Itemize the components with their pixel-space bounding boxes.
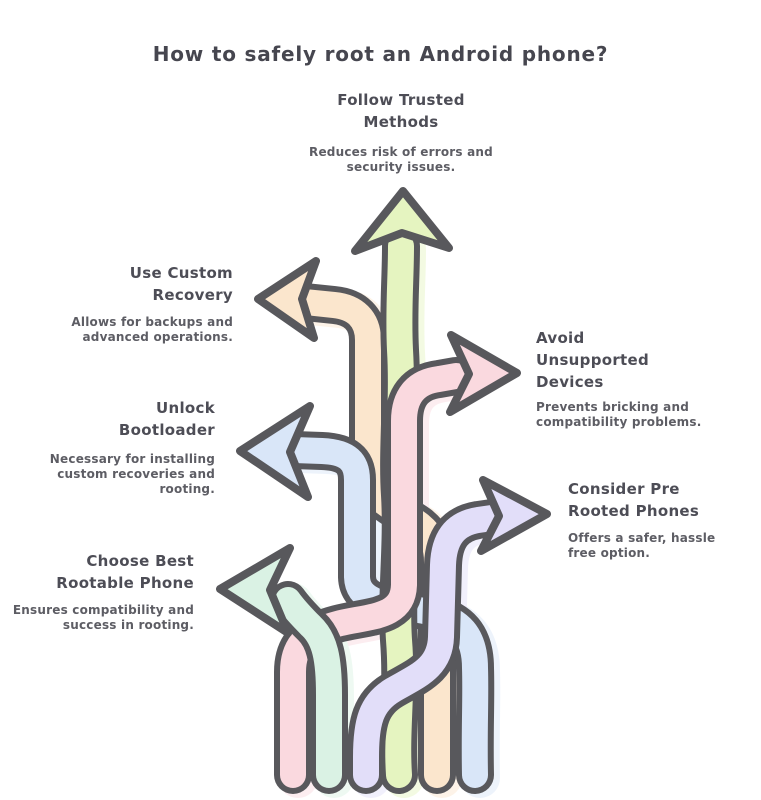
node-description: Reduces risk of errors and security issu…	[309, 145, 493, 174]
node-description: Allows for backups and advanced operatio…	[71, 315, 233, 344]
page-title: How to safely root an Android phone?	[152, 42, 609, 66]
node-choose-best-rootable-phone: Choose Best Rootable Phone Ensures compa…	[0, 550, 194, 633]
node-description: Prevents bricking and compatibility prob…	[536, 400, 702, 429]
node-heading: Avoid Unsupported Devices	[536, 329, 650, 391]
node-heading: Follow Trusted Methods	[337, 91, 465, 131]
node-heading: Use Custom Recovery	[129, 264, 233, 304]
node-heading: Unlock Bootloader	[118, 399, 215, 439]
node-use-custom-recovery: Use Custom Recovery Allows for backups a…	[13, 262, 233, 345]
node-heading: Choose Best Rootable Phone	[56, 552, 194, 592]
node-description: Necessary for installing custom recoveri…	[49, 452, 215, 496]
node-description: Offers a safer, hassle free option.	[568, 531, 716, 560]
node-description: Ensures compatibility and success in roo…	[12, 603, 194, 632]
node-unlock-bootloader: Unlock Bootloader Necessary for installi…	[0, 397, 215, 497]
node-heading: Consider Pre Rooted Phones	[568, 480, 700, 520]
node-consider-pre-rooted-phones: Consider Pre Rooted Phones Offers a safe…	[568, 478, 761, 561]
node-follow-trusted-methods: Follow Trusted Methods Reduces risk of e…	[271, 89, 531, 175]
node-avoid-unsupported-devices: Avoid Unsupported Devices Prevents brick…	[536, 327, 746, 430]
